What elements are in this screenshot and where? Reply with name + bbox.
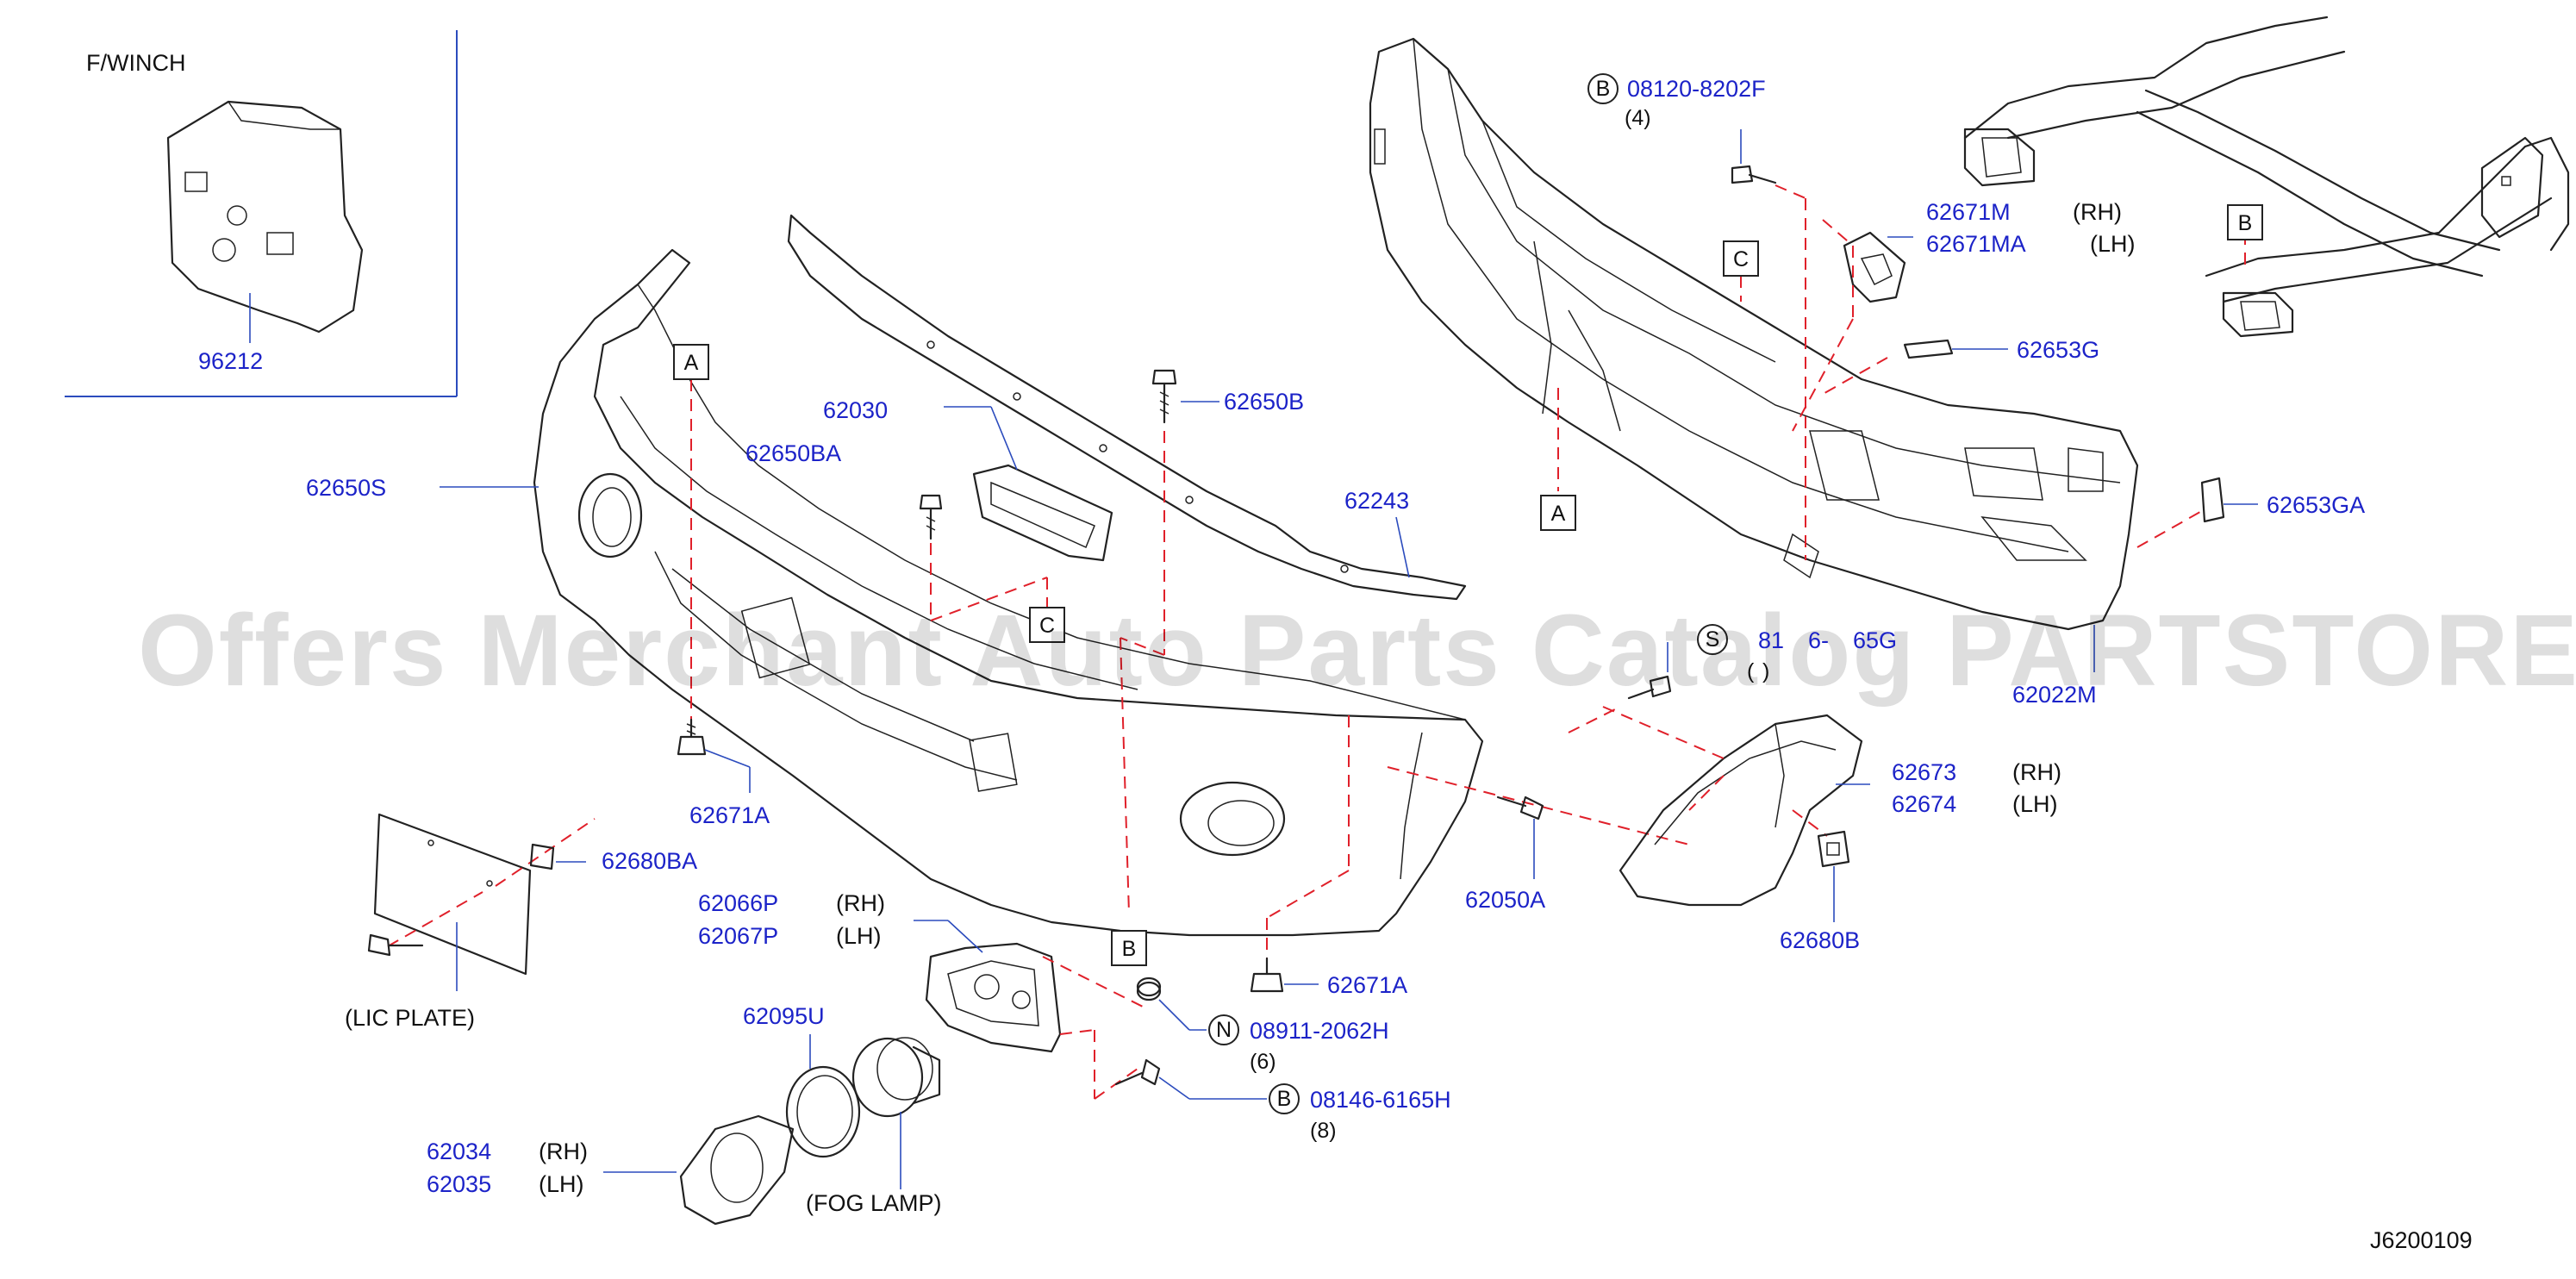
fog-lamp-drawing [851, 1037, 941, 1189]
side-62671MA: (LH) [2090, 231, 2136, 257]
side-62671M: (RH) [2073, 199, 2122, 225]
diagram-id: J6200109 [2370, 1227, 2473, 1253]
qty-S-close: ) [1762, 659, 1769, 683]
install-lines-bumper [690, 379, 1690, 961]
install-lines-reinforcement [1557, 184, 2207, 560]
side-62035: (LH) [539, 1171, 584, 1197]
ref-marker-a-left: A [673, 344, 709, 380]
pad-62653G [1903, 339, 2008, 359]
ref-marker-a-right: A [1540, 495, 1576, 531]
qty-08120: (4) [1625, 106, 1651, 130]
bolt-08120 [1731, 129, 1777, 184]
part-label-62035[interactable]: 62035 [427, 1171, 491, 1197]
svg-text:B: B [1277, 1087, 1292, 1111]
side-62673: (RH) [2012, 759, 2061, 785]
svg-text:B: B [2238, 211, 2253, 235]
part-label-62650B[interactable]: 62650B [1224, 389, 1304, 415]
part-label-96212[interactable]: 96212 [198, 348, 263, 374]
part-label-S-fragment-3: 65G [1853, 627, 1897, 653]
part-label-62650S[interactable]: 62650S [306, 475, 386, 501]
screw-62671A-upper [677, 718, 751, 793]
part-label-62650BA[interactable]: 62650BA [745, 440, 841, 466]
pad-62653GA [2200, 477, 2258, 523]
screw-62050A [1496, 795, 1544, 879]
svg-text:B: B [1596, 77, 1611, 101]
part-label-62095U[interactable]: 62095U [743, 1003, 825, 1029]
part-label-62034[interactable]: 62034 [427, 1139, 491, 1164]
clip-62680B [1817, 830, 1850, 922]
part-label-62066P[interactable]: 62066P [698, 890, 778, 916]
part-label-08120-8202F[interactable]: 08120-8202F [1627, 76, 1766, 102]
side-bracket-drawing [1568, 706, 1870, 907]
side-62034: (RH) [539, 1139, 588, 1164]
side-62067P: (LH) [836, 923, 882, 949]
screw-S [1627, 642, 1672, 700]
part-label-62030[interactable]: 62030 [823, 397, 888, 423]
svg-text:S: S [1706, 627, 1720, 652]
svg-text:B: B [1122, 937, 1137, 961]
fog-lamp-gasket-drawing [785, 1034, 861, 1158]
winch-bracket-drawing [166, 100, 364, 334]
note-fog-lamp: (FOG LAMP) [806, 1190, 942, 1216]
fog-lamp-bezel-drawing [603, 1114, 795, 1226]
part-label-62067P[interactable]: 62067P [698, 923, 778, 949]
ref-marker-c-right: C [1723, 240, 1759, 277]
bolt-62650BA [919, 494, 943, 540]
ref-circle-B-08120: B [1587, 73, 1619, 104]
svg-text:C: C [1039, 614, 1055, 638]
nut-08911 [1136, 976, 1207, 1031]
part-label-62680B[interactable]: 62680B [1780, 927, 1860, 953]
section-label: F/WINCH [86, 50, 185, 76]
qty-08911: (6) [1250, 1050, 1276, 1074]
ref-circle-B-08146: B [1269, 1083, 1300, 1114]
frame-rails-drawing [1963, 16, 2570, 338]
bolt-62650B [1151, 369, 1177, 424]
part-label-62653G[interactable]: 62653G [2017, 337, 2099, 363]
bolt-08146 [1114, 1058, 1267, 1100]
note-lic-plate: (LIC PLATE) [345, 1005, 475, 1031]
ref-marker-c-left: C [1029, 607, 1065, 643]
side-62674: (LH) [2012, 791, 2058, 817]
bumper-reinforcement-drawing [1369, 37, 2139, 672]
part-label-62243[interactable]: 62243 [1344, 488, 1409, 514]
qty-S-open: ( [1747, 659, 1755, 683]
svg-text:N: N [1216, 1018, 1232, 1042]
part-label-62674[interactable]: 62674 [1892, 791, 1956, 817]
clip-62671M [1843, 231, 1913, 303]
part-label-62050A[interactable]: 62050A [1465, 887, 1545, 913]
part-label-08911-2062H[interactable]: 08911-2062H [1250, 1018, 1389, 1044]
part-label-62671MA[interactable]: 62671MA [1926, 231, 2026, 257]
part-label-62680BA[interactable]: 62680BA [602, 848, 697, 874]
license-plate-drawing [367, 813, 596, 991]
ref-marker-b-left: B [1111, 930, 1147, 966]
part-label-08146-6165H[interactable]: 08146-6165H [1310, 1087, 1451, 1113]
svg-text:C: C [1733, 247, 1749, 271]
ref-circle-S: S [1697, 624, 1728, 655]
part-label-62671A-lower[interactable]: 62671A [1327, 972, 1407, 998]
side-62066P: (RH) [836, 890, 885, 916]
retainer-strip-drawing [787, 214, 1467, 601]
part-label-S-fragment-1: 81 [1758, 627, 1784, 653]
winch-inset: F/WINCH [65, 30, 458, 397]
ref-marker-b-right: B [2227, 204, 2263, 240]
part-label-62022M[interactable]: 62022M [2012, 682, 2097, 708]
part-label-62653GA[interactable]: 62653GA [2267, 492, 2365, 518]
svg-text:A: A [1551, 502, 1566, 526]
ref-circle-N: N [1208, 1014, 1239, 1045]
qty-08146: (8) [1310, 1119, 1337, 1143]
part-label-62671M[interactable]: 62671M [1926, 199, 2011, 225]
part-label-62673[interactable]: 62673 [1892, 759, 1956, 785]
screw-62671A-lower [1250, 957, 1319, 993]
part-label-62671A-upper[interactable]: 62671A [689, 802, 770, 828]
bumper-fascia-drawing [533, 248, 1484, 937]
svg-text:A: A [684, 351, 699, 375]
watermark: Offers Merchant Auto Parts Catalog PARTS… [138, 594, 2576, 708]
part-label-S-fragment-2: 6- [1808, 627, 1829, 653]
grille-insert-drawing [944, 406, 1113, 562]
